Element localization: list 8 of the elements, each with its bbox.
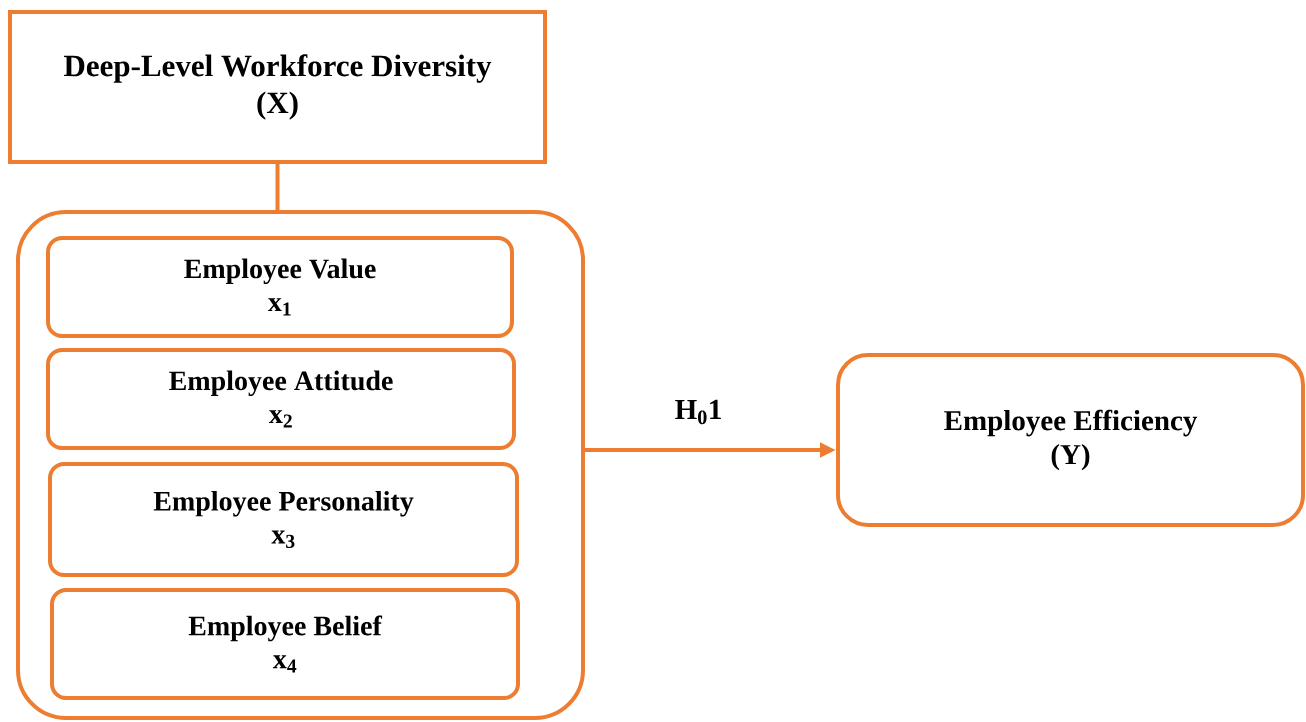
concept-box: Deep-Level Workforce Diversity (X) [8, 10, 547, 164]
outcome-box: Employee Efficiency (Y) [836, 353, 1305, 527]
group-box [16, 210, 585, 720]
variable-box: Employee Value x$_{1}$ [46, 236, 514, 338]
variable-box: Employee Attitude x$_{2}$ [46, 348, 516, 450]
edge-label: H$_{0}$1 [672, 397, 725, 427]
variable-box: Employee Belief x$_{4}$ [50, 588, 520, 700]
variable-box: Employee Personality x$_{3}$ [48, 462, 519, 577]
